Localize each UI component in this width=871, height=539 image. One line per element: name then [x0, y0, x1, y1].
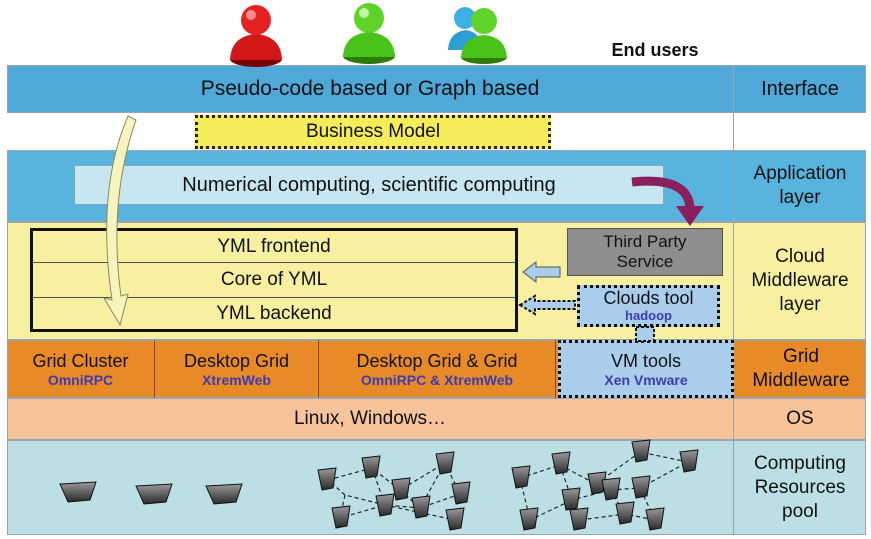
side-divider	[733, 65, 734, 535]
clouds-tool-sub: hadoop	[625, 308, 672, 323]
vm-tools-sub: Xen Vmware	[604, 372, 688, 388]
os-side-label: OS	[786, 408, 814, 429]
application-side-label: Application layer	[753, 163, 847, 208]
desktop-grid-and-grid-sub: OmniRPC & XtremWeb	[360, 372, 514, 388]
interface-band	[7, 65, 866, 113]
grid-cluster-label: Grid Cluster	[32, 351, 129, 371]
cloud-side-label: Cloud Middleware layer	[751, 246, 849, 315]
grid-divider-3	[555, 340, 556, 398]
yml-frontend-label: YML frontend	[217, 235, 331, 257]
vm-tools-label: VM tools	[610, 351, 682, 371]
green-user-icon	[343, 3, 395, 64]
yml-divider-1	[33, 262, 515, 263]
interface-side-label: Interface	[761, 78, 839, 100]
desktop-grid-label: Desktop Grid	[183, 351, 290, 371]
third-party-service-box: Third Party Service	[567, 228, 723, 276]
business-model-box: Business Model	[195, 115, 551, 149]
desktop-grid-and-grid-cell: Desktop Grid & Grid OmniRPC & XtremWeb	[319, 340, 555, 398]
yml-backend-label: YML backend	[216, 302, 332, 324]
desktop-grid-cell: Desktop Grid XtremWeb	[155, 340, 318, 398]
clouds-tool-label: Clouds tool	[603, 288, 694, 308]
clouds-tool-box: Clouds tool hadoop	[577, 285, 720, 327]
grid-side-label: Grid Middleware	[752, 346, 850, 391]
end-users-label: End users	[611, 39, 699, 60]
yml-stack	[30, 228, 518, 332]
vm-tools-box: VM tools Xen Vmware	[558, 340, 734, 398]
red-user-icon	[230, 5, 282, 67]
os-main-label: Linux, Windows…	[293, 408, 447, 429]
desktop-grid-sub: XtremWeb	[202, 372, 271, 388]
grid-cluster-sub: OmniRPC	[47, 372, 114, 388]
grid-divider-2	[318, 340, 319, 398]
os-band	[7, 398, 866, 440]
desktop-grid-and-grid-label: Desktop Grid & Grid	[356, 351, 518, 371]
application-main-box: Numerical computing, scientific computin…	[74, 165, 664, 205]
resources-side-label: Computing Resources pool	[754, 452, 846, 522]
yml-core-label: Core of YML	[220, 269, 328, 290]
yml-divider-2	[33, 297, 515, 298]
user-group-icon	[448, 7, 507, 64]
grid-cluster-cell: Grid Cluster OmniRPC	[7, 340, 154, 398]
interface-main-label: Pseudo-code based or Graph based	[200, 77, 540, 100]
grid-divider-1	[154, 340, 155, 398]
